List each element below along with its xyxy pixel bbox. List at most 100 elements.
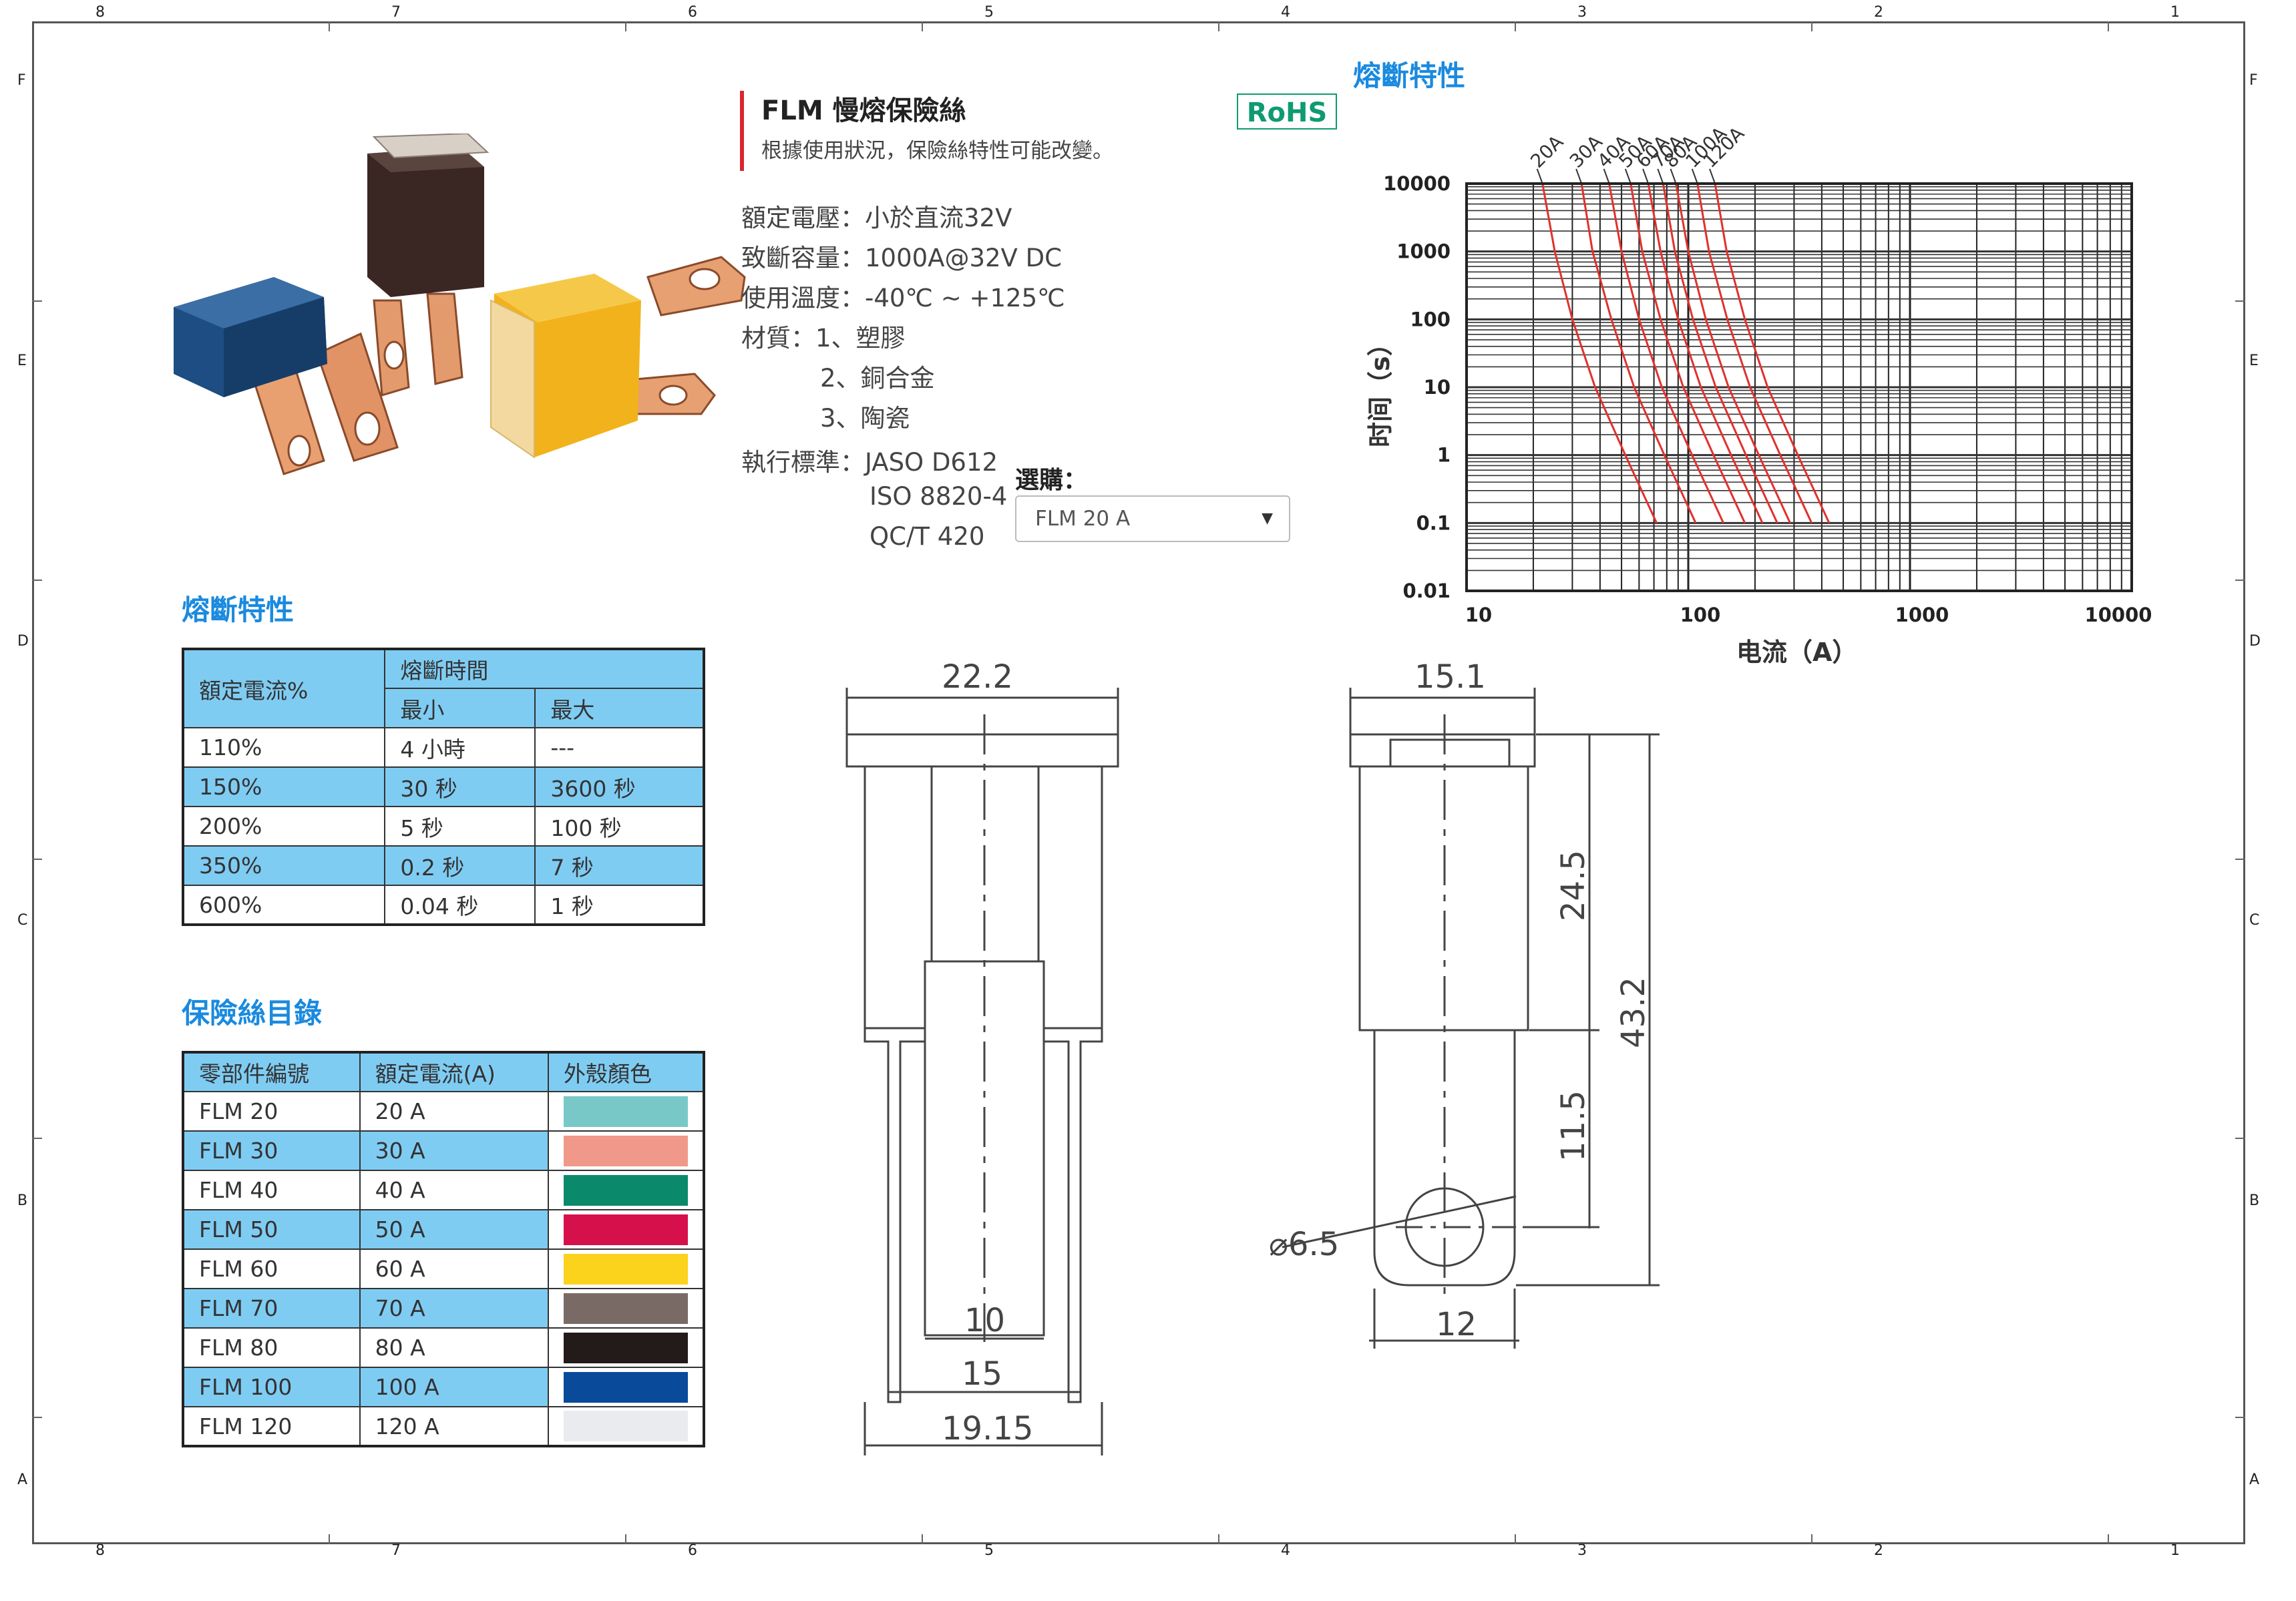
cell-current: 30 A <box>359 1130 549 1171</box>
y-tick-label: 1 <box>1437 444 1451 467</box>
cell-current: 40 A <box>359 1170 549 1210</box>
color-swatch <box>563 1411 688 1441</box>
frame-tick <box>2235 580 2245 581</box>
y-tick-label: 0.01 <box>1402 580 1451 602</box>
cell-rated: 600% <box>182 885 386 925</box>
header-rated-current: 額定電流% <box>182 648 386 728</box>
cell-rated: 110% <box>182 727 386 768</box>
x-tick-label: 10 <box>1465 604 1492 626</box>
color-swatch <box>563 1214 688 1245</box>
color-swatch <box>563 1332 688 1363</box>
cell-part: FLM 40 <box>182 1170 361 1210</box>
spec-breaking-capacity: 致斷容量：1000A@32V DC <box>741 244 1062 272</box>
frame-tick <box>2108 1534 2109 1544</box>
frame-tick <box>1811 21 1812 31</box>
series-line <box>1541 183 1658 523</box>
cell-max: --- <box>534 727 705 768</box>
series-line <box>1608 183 1724 523</box>
color-swatch <box>563 1135 688 1166</box>
series-line <box>1696 183 1813 523</box>
x-tick-label: 10000 <box>2085 604 2152 626</box>
frame-tick <box>329 21 330 31</box>
cell-part: FLM 30 <box>182 1130 361 1171</box>
y-tick-label: 0.1 <box>1416 511 1451 534</box>
grid-col-label: 1 <box>2170 4 2180 21</box>
frame-tick <box>1218 21 1219 31</box>
header-max: 最大 <box>534 688 705 728</box>
frame-tick <box>1515 21 1516 31</box>
cell-current: 70 A <box>359 1288 549 1329</box>
header-rated-current: 額定電流(A) <box>359 1052 549 1092</box>
plot-frame <box>1465 182 2133 592</box>
cell-part: FLM 100 <box>182 1367 361 1407</box>
spec-material-1: 材質：1、塑膠 <box>741 324 906 353</box>
series-leader <box>1575 168 1583 184</box>
grid-row-label: B <box>17 1192 28 1209</box>
grid-row-label: F <box>17 72 26 89</box>
series-line <box>1580 183 1697 523</box>
header-min: 最小 <box>384 688 536 728</box>
grid-col-label: 8 <box>95 4 105 21</box>
frame-tick <box>32 1417 42 1418</box>
series-leader <box>1624 168 1632 184</box>
table-row: 110%4 小時--- <box>182 727 705 768</box>
series-leader <box>1536 168 1543 184</box>
chevron-down-icon[interactable]: ▼ <box>1262 510 1273 527</box>
series-leader <box>1603 168 1610 184</box>
cell-min: 0.04 秒 <box>384 885 536 925</box>
spec-voltage: 額定電壓：小於直流32V <box>741 204 1012 232</box>
y-tick-label: 10000 <box>1383 172 1451 195</box>
product-title: FLM 慢熔保險絲 <box>761 95 966 126</box>
cell-part: FLM 60 <box>182 1248 361 1289</box>
cell-rated: 200% <box>182 806 386 847</box>
select-value: FLM 20 A <box>1035 507 1131 531</box>
grid-col-label: 6 <box>688 4 697 21</box>
cell-part: FLM 70 <box>182 1288 361 1329</box>
frame-tick <box>2235 300 2245 302</box>
fuse-model-select[interactable]: FLM 20 A ▼ <box>1015 495 1290 542</box>
cell-current: 80 A <box>359 1327 549 1368</box>
frame-tick <box>32 859 42 860</box>
frame-tick <box>32 1138 42 1139</box>
grid-row-label: D <box>17 633 29 650</box>
grid-col-label: 3 <box>1577 1542 1587 1559</box>
cell-max: 7 秒 <box>534 845 705 886</box>
x-tick-label: 100 <box>1680 604 1721 626</box>
header-housing-color: 外殼顏色 <box>547 1052 705 1092</box>
catalog-heading: 保險絲目錄 <box>182 997 323 1030</box>
color-swatch <box>563 1253 688 1285</box>
cell-min: 30 秒 <box>384 766 536 807</box>
color-swatch <box>563 1096 688 1127</box>
grid-row-label: C <box>17 912 28 929</box>
series-leader <box>1709 168 1716 184</box>
cell-max: 100 秒 <box>534 806 705 847</box>
frame-tick <box>32 580 42 581</box>
grid-col-label: 1 <box>2170 1542 2180 1559</box>
rohs-badge: RoHS <box>1237 93 1337 130</box>
y-tick-label: 10 <box>1424 376 1451 399</box>
y-tick-label: 1000 <box>1396 240 1451 263</box>
frame-tick <box>1515 1534 1516 1544</box>
grid-row-label: A <box>17 1471 28 1488</box>
grid-col-label: 8 <box>95 1542 105 1559</box>
grid-col-label: 2 <box>1874 4 1883 21</box>
frame-tick <box>922 1534 923 1544</box>
chart-curves <box>1541 183 1831 523</box>
product-title-block: FLM 慢熔保險絲 根據使用狀況，保險絲特性可能改變。 <box>740 91 1113 171</box>
grid-col-label: 7 <box>391 4 401 21</box>
cell-current: 120 A <box>359 1406 549 1447</box>
color-swatch <box>563 1371 688 1403</box>
grid-col-label: 4 <box>1281 4 1290 21</box>
dim-body-height: 24.5 <box>1555 850 1592 921</box>
frame-tick <box>2235 1138 2245 1139</box>
series-line <box>1630 183 1746 523</box>
